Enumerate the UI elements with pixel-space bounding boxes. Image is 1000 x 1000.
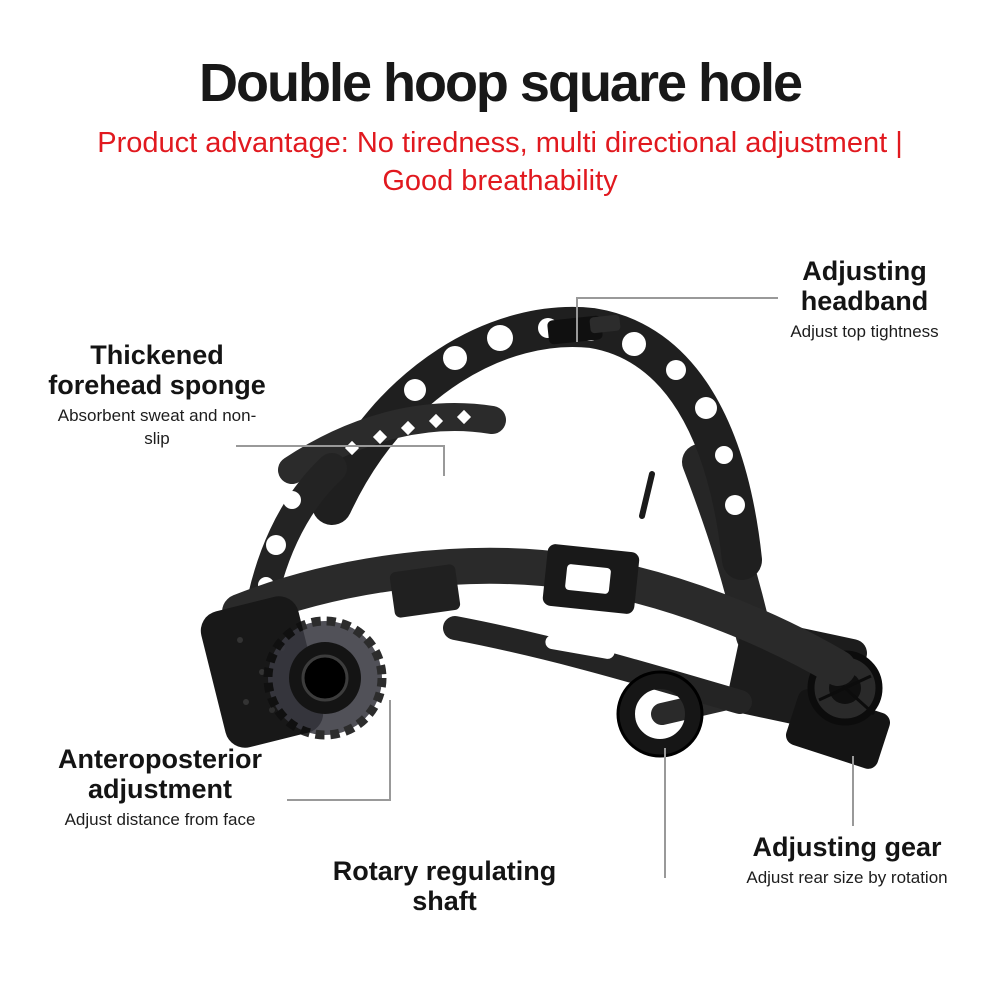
ratchet-knob: [263, 616, 387, 740]
callout-rotary-regulating-shaft: Rotary regulating shaft: [332, 856, 557, 916]
connector-headband: [576, 297, 778, 342]
callout-title: Rotary regulating shaft: [332, 856, 557, 917]
callout-desc: Adjust distance from face: [64, 810, 256, 830]
page-title: Double hoop square hole: [198, 53, 803, 113]
callout-title: Anteroposterior adjustment: [57, 744, 263, 805]
subtitle-line-1: Product advantage: No tiredness, multi d…: [97, 127, 903, 159]
brow-band: [222, 471, 856, 714]
callout-title: Adjusting headband: [800, 256, 929, 317]
subtitle: Product advantage: No tiredness, multi d…: [0, 124, 1000, 201]
top-buckle: [547, 314, 621, 345]
callout-adjusting-gear: Adjusting gear Adjust rear size by rotat…: [722, 832, 972, 889]
connector-anteroposterior: [287, 700, 391, 801]
callout-adjusting-headband: Adjusting headband Adjust top tightness: [772, 256, 957, 344]
callout-title: Thickened forehead sponge: [48, 340, 266, 401]
connector-sponge: [236, 445, 445, 476]
callout-title: Adjusting gear: [752, 832, 942, 862]
callout-desc: Absorbent sweat and non-slip: [57, 406, 257, 448]
subtitle-line-2: Good breathability: [382, 165, 618, 198]
rotary-shaft-hub: [616, 670, 704, 758]
callout-forehead-sponge: Thickened forehead sponge Absorbent swea…: [48, 340, 266, 450]
callout-desc: Adjust top tightness: [790, 322, 939, 342]
callout-anteroposterior-adjustment: Anteroposterior adjustment Adjust distan…: [40, 744, 280, 832]
callout-desc: Adjust rear size by rotation: [746, 868, 948, 888]
mesh-strap: [278, 403, 506, 484]
